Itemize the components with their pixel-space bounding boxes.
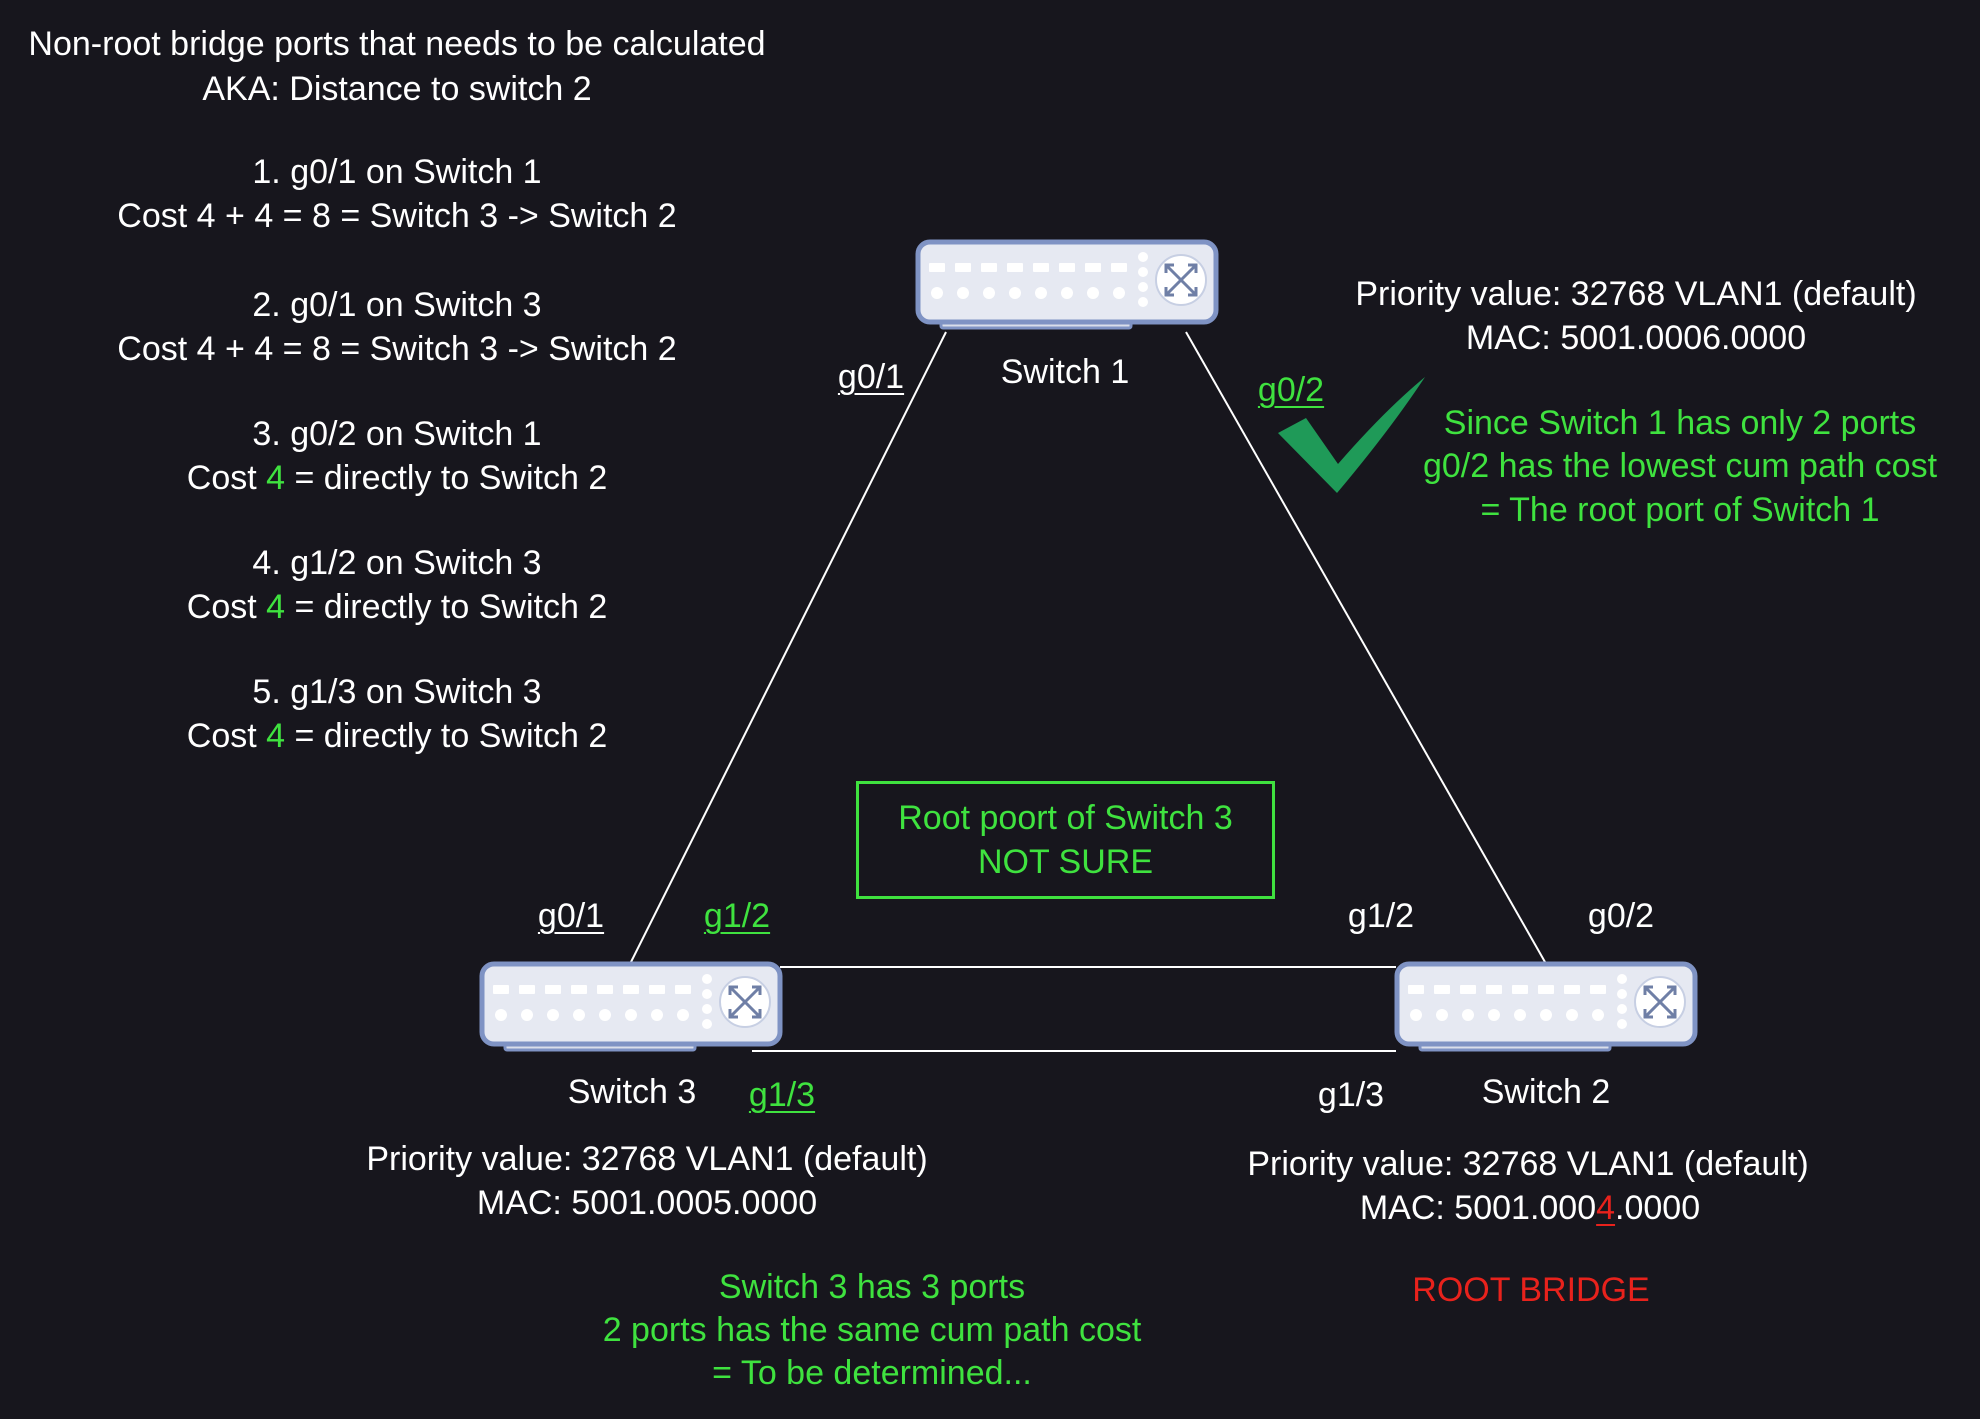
root-port-note-box: Root poort of Switch 3 NOT SURE xyxy=(856,781,1275,899)
switch3-note-line1: Switch 3 has 3 ports xyxy=(718,1268,1026,1306)
switch3-icon xyxy=(482,964,780,1050)
switch3-port-g13: g1/3 xyxy=(748,1076,816,1114)
switch3-mac: MAC: 5001.0005.0000 xyxy=(476,1184,818,1222)
note-item-3: 3. g0/2 on Switch 1 Cost 4 = directly to… xyxy=(186,415,608,497)
switch1-mac: MAC: 5001.0006.0000 xyxy=(1465,319,1807,357)
switch2-mac: MAC: 5001.0004.0000 xyxy=(1359,1189,1701,1227)
switch1-note-line1: Since Switch 1 has only 2 ports xyxy=(1443,404,1917,442)
note-item-5: 5. g1/3 on Switch 3 Cost 4 = directly to… xyxy=(186,673,608,755)
switch2-priority: Priority value: 32768 VLAN1 (default) xyxy=(1247,1145,1809,1183)
checkmark-icon xyxy=(1278,377,1425,493)
switch2-icon xyxy=(1397,964,1695,1050)
switch1-priority: Priority value: 32768 VLAN1 (default) xyxy=(1355,275,1917,313)
switch1-port-g01: g0/1 xyxy=(837,358,905,396)
link-switch1-switch2 xyxy=(1185,331,1546,963)
root-port-note-line2: NOT SURE xyxy=(977,843,1154,881)
switch2-port-g12: g1/2 xyxy=(1347,897,1415,935)
switch3-port-g01: g0/1 xyxy=(537,897,605,935)
root-bridge-label: ROOT BRIDGE xyxy=(1412,1271,1650,1309)
note-item-1: 1. g0/1 on Switch 1 Cost 4 + 4 = 8 = Swi… xyxy=(117,153,677,235)
switch1-port-g02: g0/2 xyxy=(1257,371,1325,409)
notes-title: Non-root bridge ports that needs to be c… xyxy=(28,25,766,63)
note-item-2: 2. g0/1 on Switch 3 Cost 4 + 4 = 8 = Swi… xyxy=(117,286,677,368)
switch3-label: Switch 3 xyxy=(567,1073,697,1111)
link-switch1-switch3 xyxy=(630,331,947,963)
switch1-label: Switch 1 xyxy=(1000,353,1130,391)
switch1-note-line3: = The root port of Switch 1 xyxy=(1480,491,1880,529)
switch1-note-line2: g0/2 has the lowest cum path cost xyxy=(1422,447,1938,485)
note-item-4: 4. g1/2 on Switch 3 Cost 4 = directly to… xyxy=(186,544,608,626)
switch2-label: Switch 2 xyxy=(1481,1073,1611,1111)
switch3-note-line2: 2 ports has the same cum path cost xyxy=(602,1311,1142,1349)
switch2-port-g02: g0/2 xyxy=(1587,897,1655,935)
switch1-icon xyxy=(918,242,1216,328)
switch3-note-line3: = To be determined... xyxy=(712,1354,1032,1392)
switch3-priority: Priority value: 32768 VLAN1 (default) xyxy=(366,1140,928,1178)
switch2-port-g13: g1/3 xyxy=(1317,1076,1385,1114)
switch2-mac-highlight: 4 xyxy=(1596,1189,1616,1227)
root-port-note-line1: Root poort of Switch 3 xyxy=(898,799,1233,837)
notes-subtitle: AKA: Distance to switch 2 xyxy=(202,70,592,108)
switch3-port-g12: g1/2 xyxy=(703,897,771,935)
